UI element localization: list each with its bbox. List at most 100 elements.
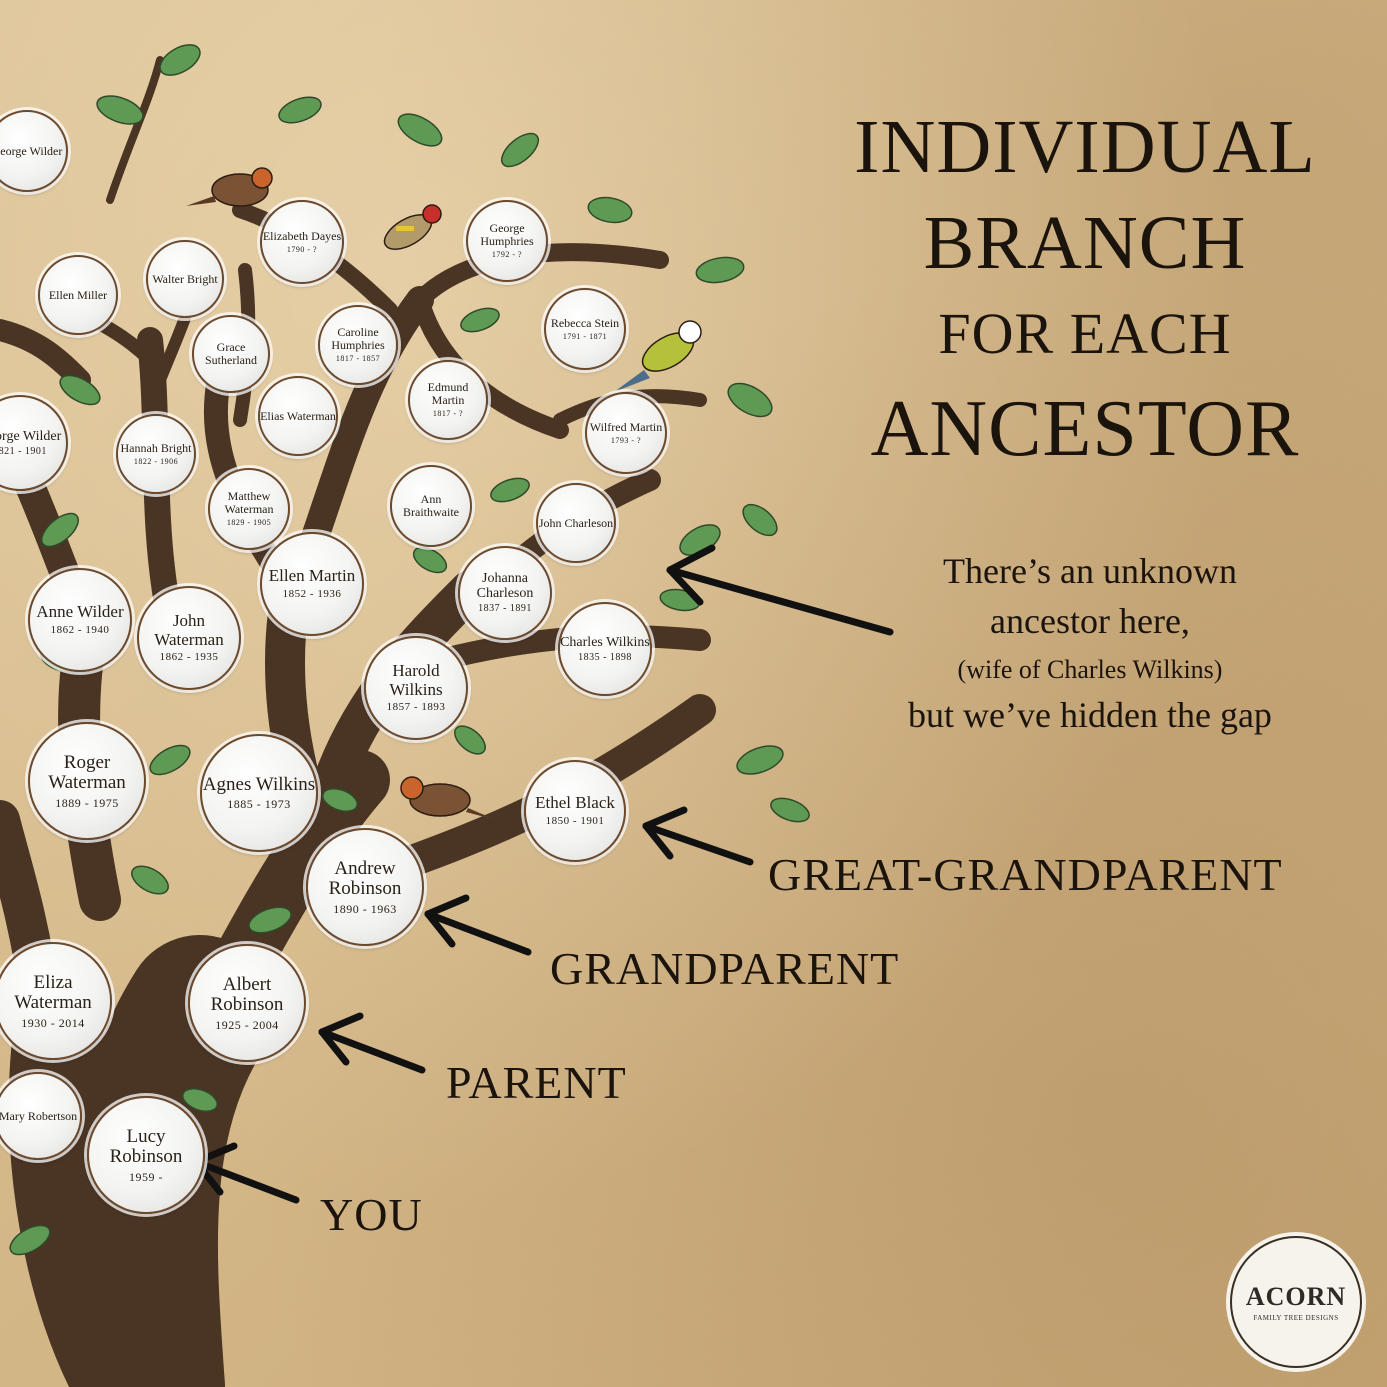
person-mary-robertson: Mary Robertson [0, 1072, 82, 1160]
note-line-3: (wife of Charles Wilkins) [957, 655, 1223, 684]
person-dates: 1930 - 2014 [21, 1015, 85, 1030]
person-name: Andrew Robinson [328, 857, 402, 900]
person-name: Walter Bright [152, 271, 218, 286]
person-name: Elizabeth Dayes [262, 228, 342, 243]
person-ellen-martin: Ellen Martin 1852 - 1936 [260, 532, 364, 636]
person-dates: 1885 - 1973 [227, 797, 291, 812]
parent-arrow [318, 1012, 426, 1074]
person-name: John Waterman [154, 611, 224, 649]
person-grace-sutherland: Grace Sutherland [192, 315, 270, 393]
person-matthew-waterman: Matthew Waterman 1829 - 1905 [208, 468, 290, 550]
robin-bottom [400, 776, 496, 820]
label-parent: PARENT [446, 1057, 627, 1108]
person-name: Roger Waterman [48, 751, 126, 794]
person-dates: 1821 - 1901 [0, 445, 47, 457]
person-dates: 1835 - 1898 [578, 651, 632, 663]
person-name: Harold Wilkins [389, 661, 443, 699]
note-line-2: ancestor here, [990, 601, 1190, 641]
person-george-humphries: George Humphries 1792 - ? [466, 200, 548, 282]
person-name: Elias Waterman [260, 408, 336, 423]
person-dates: 1817 - 1857 [335, 354, 381, 364]
person-name: Anne Wilder [36, 602, 124, 622]
person-dates: 1862 - 1935 [159, 650, 219, 663]
person-name: Matthew Waterman [224, 489, 274, 517]
person-rebecca-stein: Rebecca Stein 1791 - 1871 [544, 288, 626, 370]
unknown-ancestor-arrow [666, 544, 894, 636]
person-name: Ann Braithwaite [403, 492, 459, 519]
person-name: Grace Sutherland [205, 340, 257, 367]
person-walter-bright: Walter Bright [146, 240, 224, 318]
person-dates: 1857 - 1893 [386, 700, 446, 713]
note-line-1: There’s an unknown [943, 551, 1237, 591]
person-name: George Humphries [480, 221, 534, 249]
person-dates: 1817 - ? [432, 409, 464, 419]
person-name: Ellen Martin [268, 566, 356, 586]
person-dates: 1793 - ? [610, 435, 642, 445]
person-edmund-martin: Edmund Martin 1817 - ? [408, 360, 488, 440]
person-anne-wilder: Anne Wilder 1862 - 1940 [28, 568, 132, 672]
label-you: YOU [320, 1189, 423, 1240]
person-name: John Charleson [538, 515, 614, 530]
person-dates: 1925 - 2004 [215, 1017, 279, 1032]
person-ethel-black: Ethel Black 1850 - 1901 [524, 760, 626, 862]
person-dates: 1890 - 1963 [333, 901, 397, 916]
grandparent-arrow [424, 894, 532, 956]
person-elizabeth-dayes: Elizabeth Dayes 1790 - ? [260, 200, 344, 284]
person-elias-waterman: Elias Waterman [258, 376, 338, 456]
person-name: Lucy Robinson [109, 1125, 183, 1168]
person-harold-wilkins: Harold Wilkins 1857 - 1893 [364, 636, 468, 740]
goldfinch [383, 204, 442, 250]
person-name: Eliza Waterman [14, 971, 92, 1014]
person-andrew-robinson: Andrew Robinson 1890 - 1963 [306, 828, 424, 946]
person-name: Johanna Charleson [476, 570, 534, 602]
person-dates: 1837 - 1891 [478, 603, 532, 615]
headline-line-3: FOR EACH [938, 301, 1232, 366]
robin-top [186, 167, 273, 207]
person-name: Ethel Black [535, 793, 615, 813]
person-john-charleson: John Charleson [536, 483, 616, 563]
person-name: Hannah Bright [120, 440, 192, 455]
person-dates: 1822 - 1906 [133, 456, 179, 466]
acorn-logo: ACORN FAMILY TREE DESIGNS [1230, 1236, 1362, 1368]
great-grandparent-arrow [642, 806, 754, 866]
person-name: Albert Robinson [210, 973, 284, 1016]
logo-tagline: FAMILY TREE DESIGNS [1253, 1314, 1339, 1322]
person-agnes-wilkins: Agnes Wilkins 1885 - 1973 [200, 734, 318, 852]
person-roger-waterman: Roger Waterman 1889 - 1975 [28, 722, 146, 840]
person-dates: 1959 - [129, 1169, 163, 1184]
person-charles-wilkins: Charles Wilkins 1835 - 1898 [558, 602, 652, 696]
person-dates: 1829 - 1905 [226, 518, 272, 528]
person-dates: 1850 - 1901 [545, 814, 605, 827]
person-dates: 1791 - 1871 [562, 331, 608, 341]
person-name: Mary Robertson [0, 1108, 78, 1123]
label-great-grandparent: GREAT-GRANDPARENT [768, 849, 1283, 900]
person-caroline-humphries: Caroline Humphries 1817 - 1857 [318, 305, 398, 385]
person-dates: 1862 - 1940 [50, 623, 110, 636]
headline-line-4: ANCESTOR [870, 385, 1300, 473]
birds [186, 167, 702, 820]
person-dates: 1792 - ? [491, 250, 523, 260]
person-john-waterman: John Waterman 1862 - 1935 [137, 586, 241, 690]
blue-tit [614, 320, 702, 392]
label-grandparent: GRANDPARENT [550, 943, 900, 994]
person-name: Wilfred Martin [589, 419, 663, 434]
person-name: Edmund Martin [427, 380, 469, 408]
person-name: Agnes Wilkins [202, 773, 316, 795]
person-ann-braithwaite: Ann Braithwaite [390, 465, 472, 547]
person-eliza-waterman: Eliza Waterman 1930 - 2014 [0, 942, 112, 1060]
person-dates: 1889 - 1975 [55, 795, 119, 810]
person-lucy-robinson: Lucy Robinson 1959 - [87, 1096, 205, 1214]
logo-name: ACORN [1245, 1282, 1347, 1311]
person-ellen-miller: Ellen Miller [38, 255, 118, 335]
person-dates: 1790 - ? [286, 244, 318, 254]
person-name: Rebecca Stein [550, 315, 620, 330]
person-name: George Wilder [0, 428, 62, 444]
person-albert-robinson: Albert Robinson 1925 - 2004 [188, 944, 306, 1062]
person-name: Charles Wilkins [560, 634, 650, 650]
person-name: George Wilder [0, 143, 63, 158]
headline-line-2: BRANCH [923, 201, 1247, 285]
person-george-wilder-top: George Wilder [0, 110, 68, 192]
note-line-4: but we’ve hidden the gap [908, 695, 1272, 735]
person-name: Ellen Miller [48, 287, 108, 302]
